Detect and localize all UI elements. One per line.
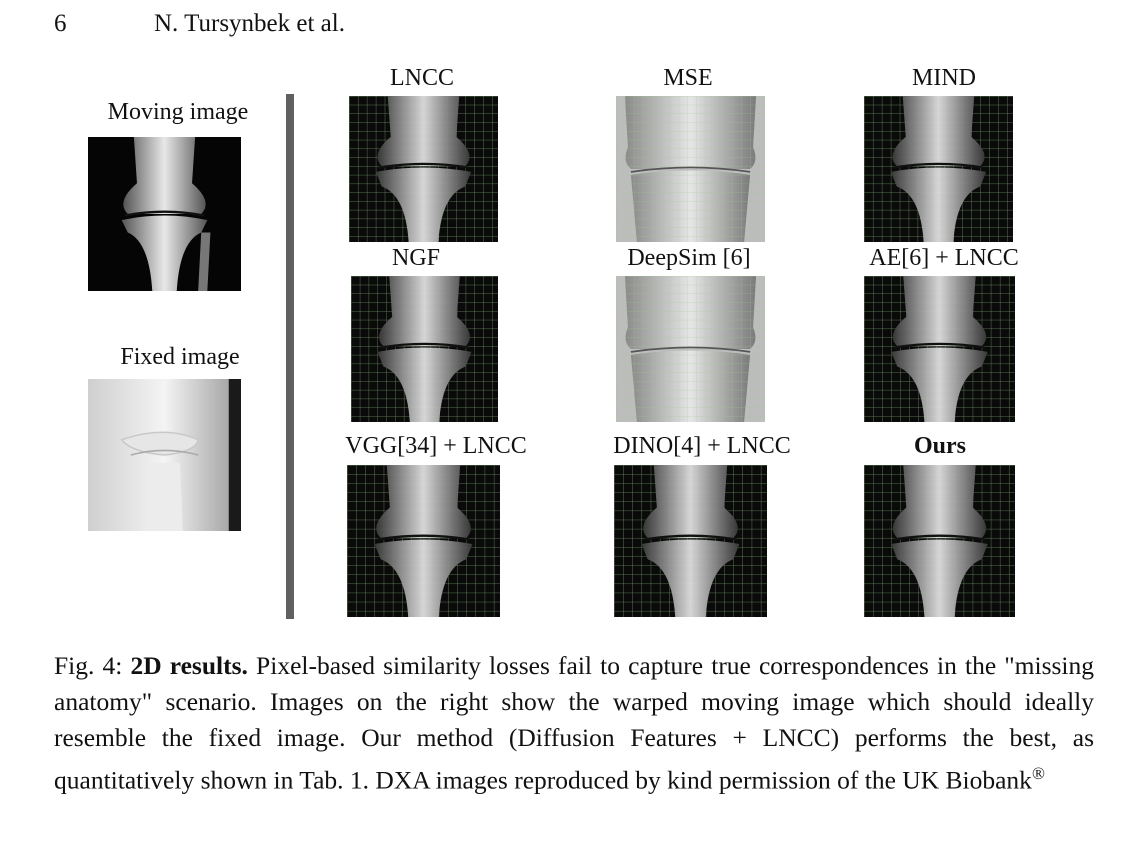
grid-label: MSE	[663, 65, 713, 91]
caption-bold-title: 2D results.	[130, 651, 248, 680]
fixed-image-label: Fixed image	[120, 344, 240, 370]
result-image-mse	[616, 96, 765, 242]
result-image-ours	[864, 465, 1015, 617]
grid-label: VGG[34] + LNCC	[345, 433, 527, 459]
moving-image-label: Moving image	[107, 99, 249, 125]
result-image-lncc	[349, 96, 498, 242]
running-header-authors: N. Tursynbek et al.	[154, 10, 345, 37]
figure-caption: Fig. 4: 2D results. Pixel-based similari…	[54, 648, 1094, 799]
grid-label: AE[6] + LNCC	[869, 245, 1019, 271]
moving-image	[88, 137, 241, 291]
result-image-mind	[864, 96, 1013, 242]
caption-text: Pixel-based similarity losses fail to ca…	[54, 651, 1095, 795]
grid-label: NGF	[391, 245, 440, 271]
registered-mark: ®	[1031, 764, 1045, 783]
grid-label: DeepSim [6]	[627, 245, 751, 271]
panel-divider	[286, 94, 294, 619]
result-image-deepsim	[616, 276, 765, 422]
figure-label: Fig. 4:	[54, 651, 123, 680]
result-image-vgg-lncc	[347, 465, 500, 617]
grid-label: LNCC	[389, 65, 454, 91]
fixed-image	[88, 379, 241, 531]
result-image-ae-lncc	[864, 276, 1015, 422]
grid-label-ours: Ours	[913, 433, 966, 459]
grid-label: DINO[4] + LNCC	[613, 433, 791, 459]
result-image-dino-lncc	[614, 465, 767, 617]
grid-label: MIND	[912, 65, 976, 91]
result-image-ngf	[351, 276, 498, 422]
page-number: 6	[54, 10, 67, 37]
